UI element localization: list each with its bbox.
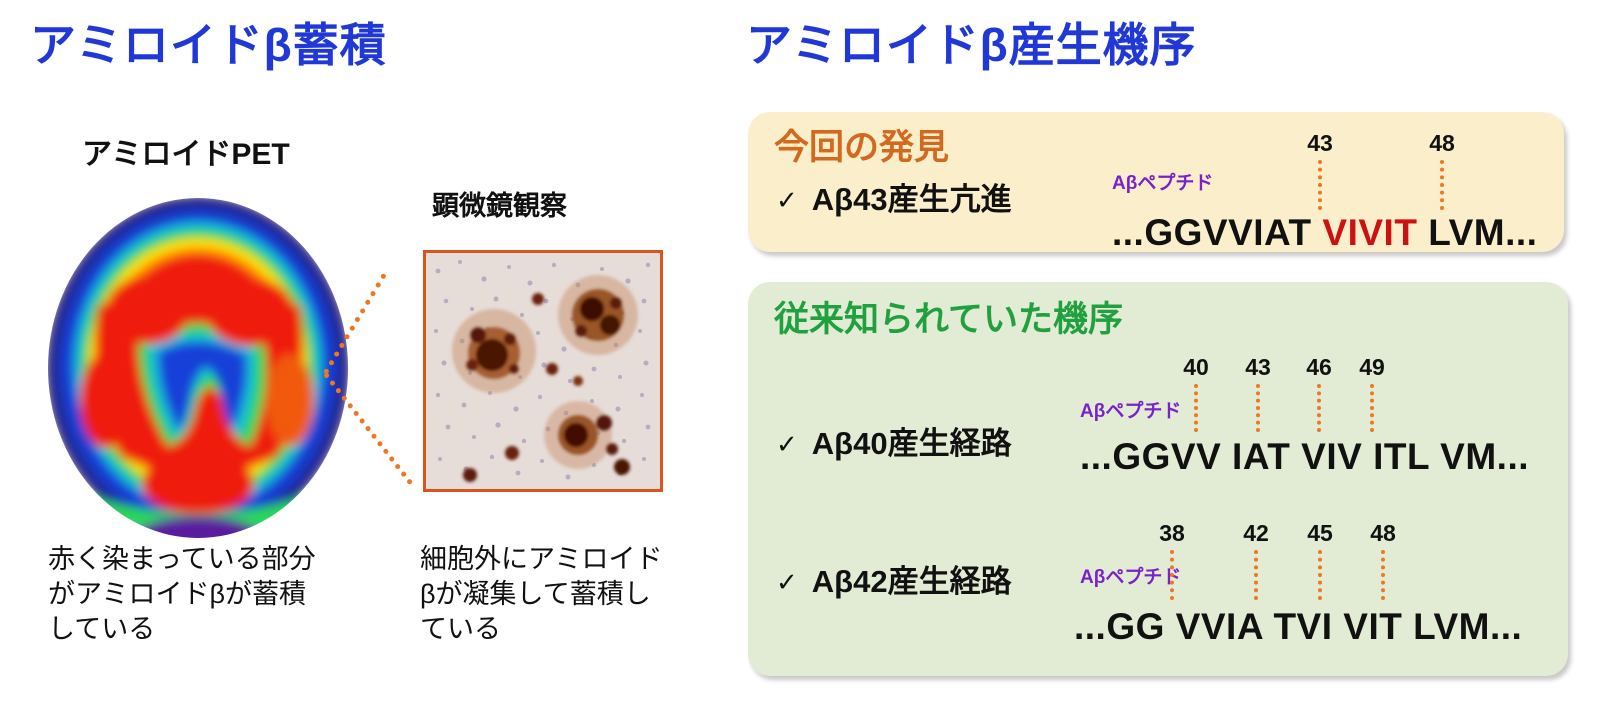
tick-number-46: 46 xyxy=(1306,354,1332,380)
tick-number-49: 49 xyxy=(1359,354,1385,380)
amyloid-pet-brain-image xyxy=(28,188,368,543)
tick-line-43 xyxy=(1318,160,1322,210)
check-icon: ✓ xyxy=(776,428,798,459)
tick-number-43: 43 xyxy=(1307,130,1333,156)
tick-line-43 xyxy=(1256,384,1260,432)
known-row-0-label: Aβ40産生経路 xyxy=(811,426,1012,461)
tick-line-49 xyxy=(1370,384,1374,432)
tick-number-40: 40 xyxy=(1183,354,1209,380)
tick-line-42 xyxy=(1254,550,1258,600)
sequence-seg-0: ...GGVVIAT xyxy=(1112,212,1312,253)
microscope-caption: 細胞外にアミロイド βが凝集して蓄積し ている xyxy=(420,544,663,645)
finding-row-0: ✓ Aβ43産生亢進 xyxy=(776,184,1012,215)
peptide-label: Aβペプチド xyxy=(1112,173,1214,194)
pet-caption: 赤く染まっている部分 がアミロイドβが蓄積 している xyxy=(48,544,316,645)
known-mechanism-box: 従来知られていた機序 ✓ Aβ40産生経路 Aβペプチド 40 43 46 49… xyxy=(748,282,1568,676)
finding-box: 今回の発見 ✓ Aβ43産生亢進 Aβペプチド 43 48 ...GGVVIAT… xyxy=(748,112,1564,252)
tick-number-42: 42 xyxy=(1243,520,1269,546)
tick-line-40 xyxy=(1194,384,1198,432)
left-panel-title: アミロイドβ蓄積 xyxy=(30,19,387,71)
check-icon: ✓ xyxy=(776,184,798,215)
sequence-line: ...GGVV IAT VIV ITL VM... xyxy=(1080,436,1530,477)
tick-number-38: 38 xyxy=(1159,520,1185,546)
tick-line-48 xyxy=(1440,160,1444,210)
microscope-plaque-image xyxy=(423,250,663,492)
right-panel-title: アミロイドβ産生機序 xyxy=(746,19,1197,71)
microscope-image-label: 顕微鏡観察 xyxy=(432,191,567,221)
tick-number-45: 45 xyxy=(1307,520,1333,546)
tick-line-46 xyxy=(1317,384,1321,432)
sequence-line: ...GGVVIAT VIVIT LVM... xyxy=(1112,214,1537,251)
known-sequence-0: Aβペプチド 40 43 46 49 ...GGVV IAT VIV ITL V… xyxy=(1080,354,1560,476)
sequence-seg-2: LVM... xyxy=(1428,212,1538,253)
peptide-label: Aβペプチド xyxy=(1080,401,1182,422)
finding-sequence-0: Aβペプチド 43 48 ...GGVVIAT VIVIT LVM... xyxy=(1112,128,1542,252)
known-box-heading: 従来知られていた機序 xyxy=(774,300,1123,339)
pet-image-label: アミロイドPET xyxy=(82,138,290,171)
tick-number-43: 43 xyxy=(1245,354,1271,380)
tick-number-48: 48 xyxy=(1429,130,1455,156)
known-row-1-label: Aβ42産生経路 xyxy=(811,564,1012,599)
tick-number-48: 48 xyxy=(1370,520,1396,546)
peptide-label: Aβペプチド xyxy=(1080,567,1182,588)
known-row-0: ✓ Aβ40産生経路 xyxy=(776,428,1012,459)
tick-line-48 xyxy=(1381,550,1385,600)
known-sequence-1: Aβペプチド 38 42 45 48 ...GG VVIA TVI VIT LV… xyxy=(1074,520,1560,652)
tick-line-38 xyxy=(1170,550,1174,600)
finding-box-heading: 今回の発見 xyxy=(774,128,950,167)
known-row-1: ✓ Aβ42産生経路 xyxy=(776,566,1012,597)
finding-row-0-label: Aβ43産生亢進 xyxy=(811,182,1012,217)
sequence-line: ...GG VVIA TVI VIT LVM... xyxy=(1074,606,1523,647)
check-icon: ✓ xyxy=(776,566,798,597)
tick-line-45 xyxy=(1318,550,1322,600)
sequence-seg-1: VIVIT xyxy=(1322,212,1418,253)
